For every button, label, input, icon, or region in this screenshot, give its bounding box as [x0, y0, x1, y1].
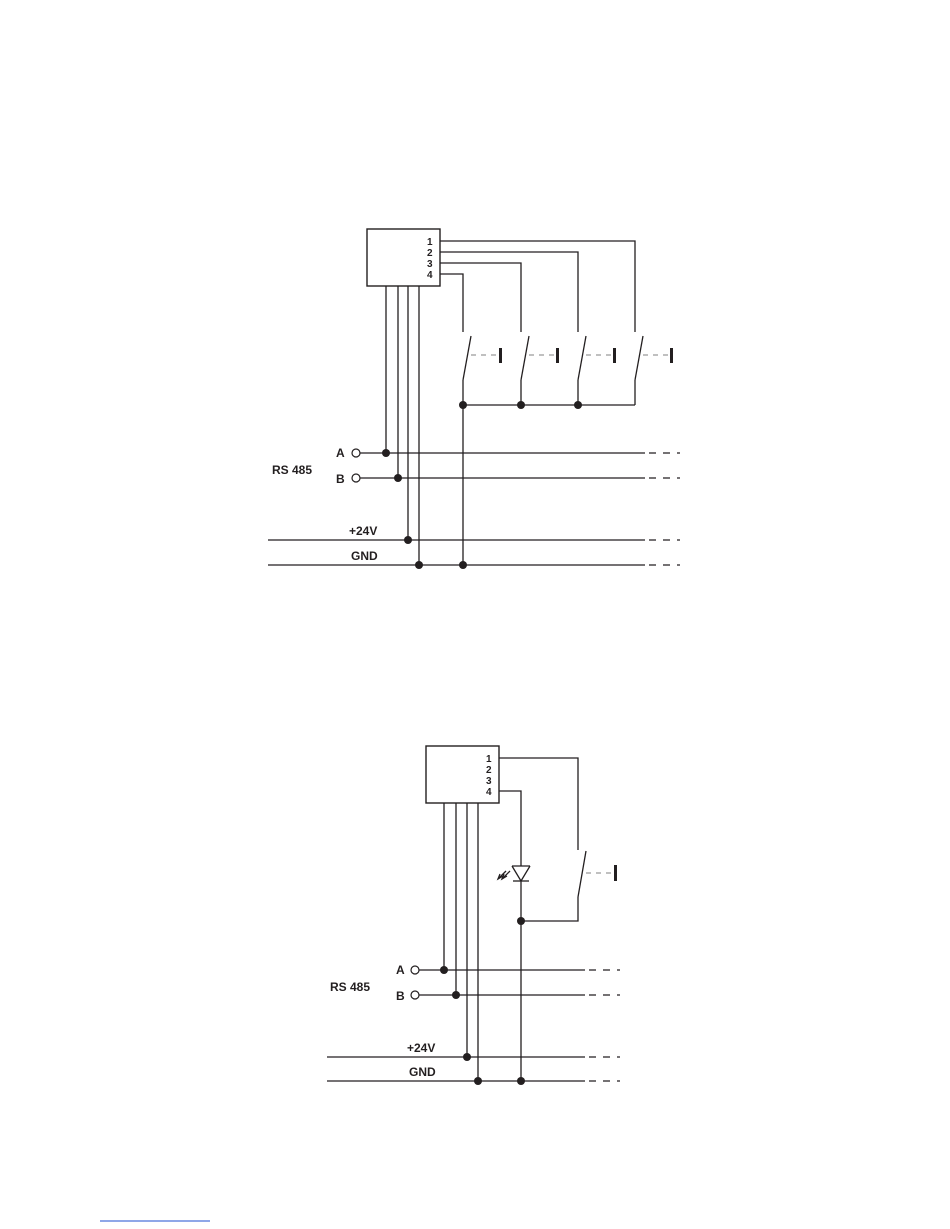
supply-label: +24V — [349, 524, 377, 538]
junction-dot — [394, 474, 402, 482]
junction-dot — [463, 1053, 471, 1061]
junction-dot — [382, 449, 390, 457]
terminal-a — [352, 449, 360, 457]
pin-label-4: 4 — [486, 787, 492, 798]
junction-dot — [517, 1077, 525, 1085]
junction-dot — [459, 401, 467, 409]
rs485-label: RS 485 — [330, 980, 370, 994]
led-icon — [498, 866, 530, 881]
junction-dot — [404, 536, 412, 544]
pin-label-1: 1 — [427, 237, 433, 248]
switch-3 — [578, 336, 616, 405]
pin-label-4: 4 — [427, 270, 433, 281]
junction-dot — [574, 401, 582, 409]
terminal-a — [411, 966, 419, 974]
terminal-b — [411, 991, 419, 999]
junction-dot — [459, 561, 467, 569]
pin-label-2: 2 — [427, 248, 433, 259]
wire-pin-1 — [440, 241, 635, 332]
rs485-label: RS 485 — [272, 463, 312, 477]
ground-label: GND — [351, 549, 378, 563]
junction-dot — [517, 401, 525, 409]
line-b-label: B — [336, 472, 345, 486]
switch — [521, 851, 617, 921]
switch-1 — [463, 336, 502, 405]
line-b-label: B — [396, 989, 405, 1003]
wire-pin-4 — [440, 274, 463, 332]
pin-label-3: 3 — [427, 259, 433, 270]
diagram-switch-led: 1 2 3 4 A B RS — [327, 746, 620, 1085]
diagram-four-switches: 1 2 3 4 — [268, 229, 680, 569]
junction-dot — [452, 991, 460, 999]
junction-dot — [440, 966, 448, 974]
terminal-b — [352, 474, 360, 482]
pin-label-2: 2 — [486, 765, 492, 776]
line-a-label: A — [336, 446, 345, 460]
junction-dot — [415, 561, 423, 569]
supply-label: +24V — [407, 1041, 435, 1055]
wire-pin-4 — [499, 791, 521, 866]
junction-dot — [474, 1077, 482, 1085]
wire-pin-2 — [440, 252, 578, 332]
switch-2 — [521, 336, 559, 405]
pin-label-1: 1 — [486, 754, 492, 765]
switch-4 — [635, 336, 673, 405]
line-a-label: A — [396, 963, 405, 977]
wire-pin-1 — [499, 758, 578, 850]
pin-label-3: 3 — [486, 776, 492, 787]
ground-label: GND — [409, 1065, 436, 1079]
junction-dot — [517, 917, 525, 925]
